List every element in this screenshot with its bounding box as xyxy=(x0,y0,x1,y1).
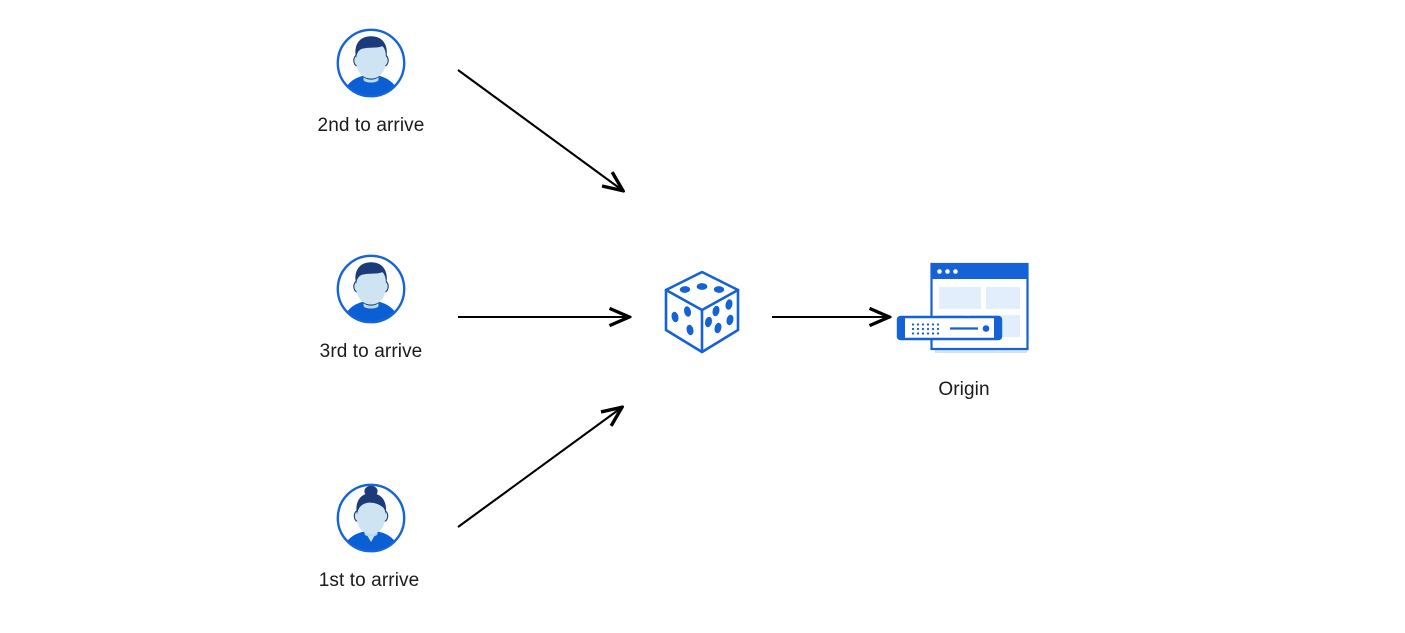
node-origin-server xyxy=(893,258,1038,363)
user-avatar-female-icon xyxy=(336,483,406,553)
user-avatar-male-icon xyxy=(336,254,406,324)
node-label-origin-server: Origin xyxy=(938,379,990,400)
node-label-client-3rd: 3rd to arrive xyxy=(319,341,423,362)
browser-window-dots xyxy=(937,269,958,274)
user-avatar-male-icon xyxy=(336,28,406,98)
node-client-3rd xyxy=(335,253,407,325)
node-client-1st xyxy=(335,482,407,554)
server-appliance-icon xyxy=(896,315,1003,341)
dice-icon xyxy=(664,270,740,354)
origin-server-browser-icon xyxy=(896,262,1029,353)
edge-2nd-to-dice xyxy=(457,69,622,190)
edge-1st-to-dice xyxy=(457,408,621,528)
node-label-client-2nd: 2nd to arrive xyxy=(317,115,425,136)
node-randomizer xyxy=(660,268,744,358)
node-label-client-1st: 1st to arrive xyxy=(318,570,420,591)
node-client-2nd xyxy=(335,27,407,99)
